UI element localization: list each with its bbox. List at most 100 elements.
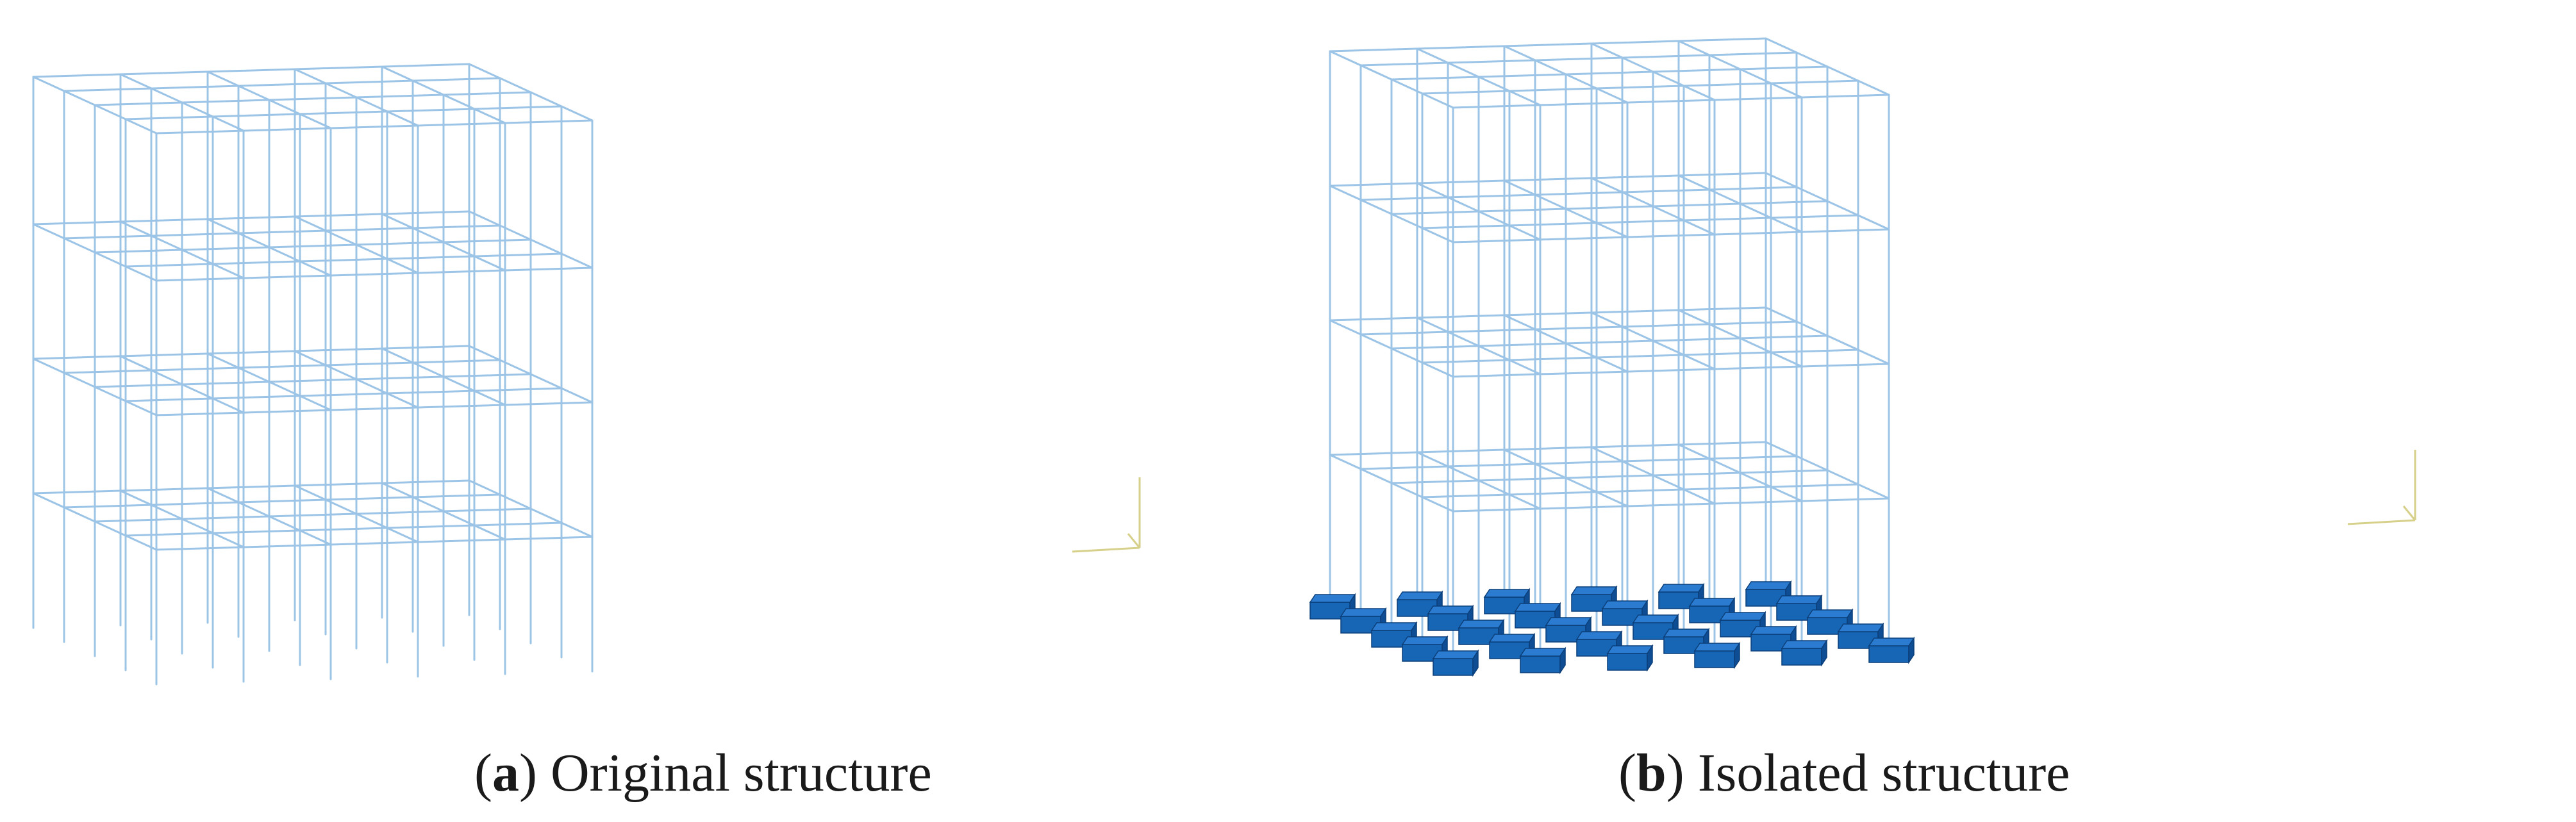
frame-beam-x xyxy=(1390,469,1829,484)
frame-beam-y xyxy=(1590,177,1716,236)
frame-beam-y xyxy=(1765,306,1890,365)
frame-beam-y xyxy=(381,65,506,124)
isolation-bearing-top xyxy=(1837,623,1884,632)
frame-beam-x xyxy=(1329,441,1767,456)
frame-beam-y xyxy=(1329,454,1454,513)
frame-beam-y xyxy=(468,63,594,122)
frame-beam-y xyxy=(1416,182,1541,241)
frame-beam-x xyxy=(63,77,501,92)
frame-beam-y xyxy=(119,489,245,548)
frame-beam-x xyxy=(94,91,532,106)
frame-beam-x xyxy=(1390,334,1829,350)
frame-beam-x xyxy=(94,373,532,388)
panel-isolated-structure xyxy=(1309,37,2416,677)
isolation-bearing-side xyxy=(1559,646,1566,675)
isolation-bearing-top xyxy=(1396,591,1443,600)
frame-beam-x xyxy=(155,119,594,135)
frame-beam-x xyxy=(155,536,594,551)
frame-beam-y xyxy=(1677,443,1803,502)
frame-beam-x xyxy=(63,359,501,374)
caption-label-b: Isolated structure xyxy=(1697,743,2070,803)
frame-beam-y xyxy=(206,218,332,277)
isolation-bearing-top xyxy=(1575,631,1623,640)
frame-beam-x xyxy=(63,493,501,509)
caption-tag-a: a xyxy=(492,743,519,803)
isolation-bearing-top xyxy=(1719,612,1766,621)
frame-beam-x xyxy=(155,401,594,416)
isolation-bearing-top xyxy=(1340,608,1387,617)
frame-beam-y xyxy=(206,487,332,546)
caption-tag-b: b xyxy=(1636,743,1666,803)
isolation-bearing-top xyxy=(1781,640,1828,649)
isolation-bearing xyxy=(1433,658,1474,676)
frame-beam-x xyxy=(1452,228,1890,243)
axis-triad-icon xyxy=(2347,519,2416,525)
isolation-bearing-top xyxy=(1688,598,1736,607)
frame-beam-y xyxy=(32,492,158,551)
isolation-bearing-top xyxy=(1309,594,1356,603)
frame-beam-x xyxy=(1421,214,1859,229)
frame-beam-y xyxy=(1765,37,1890,96)
isolation-bearing-top xyxy=(1606,645,1654,654)
frame-beam-x xyxy=(1359,320,1798,336)
frame-beam-x xyxy=(124,252,563,268)
isolation-bearing-top xyxy=(1488,634,1536,643)
isolation-bearing-side xyxy=(1647,644,1653,672)
isolation-bearing-top xyxy=(1750,626,1797,635)
frame-beam-y xyxy=(468,479,594,538)
frame-beam-y xyxy=(1416,451,1541,510)
frame-beam-x xyxy=(1421,483,1859,498)
frame-beam-x xyxy=(1329,37,1767,53)
isolation-bearing xyxy=(1781,648,1822,666)
frame-beam-x xyxy=(1390,65,1829,81)
frame-beam-x xyxy=(124,387,563,402)
frame-beam-x xyxy=(32,63,470,78)
frame-beam-y xyxy=(1503,448,1629,507)
isolation-bearing xyxy=(1868,645,1909,663)
frame-beam-y xyxy=(1329,50,1454,109)
frame-beam-y xyxy=(1416,316,1541,375)
frame-beam-x xyxy=(124,522,563,537)
isolation-bearing-top xyxy=(1601,600,1649,609)
frame-beam-x xyxy=(1452,94,1890,109)
axis-triad-icon xyxy=(2402,506,2416,521)
caption-original-structure: (a) Original structure xyxy=(474,743,932,803)
isolation-bearing-side xyxy=(1734,641,1740,670)
frame-beam-x xyxy=(32,210,470,226)
isolation-bearing-top xyxy=(1806,609,1854,618)
frame-beam-y xyxy=(1503,45,1629,104)
isolation-bearing-top xyxy=(1745,581,1792,590)
frame-beam-y xyxy=(32,76,158,135)
frame-beam-y xyxy=(32,358,158,416)
frame-beam-y xyxy=(1503,179,1629,238)
frame-beam-x xyxy=(1329,306,1767,322)
isolation-bearing xyxy=(1607,653,1648,671)
frame-beam-y xyxy=(381,482,506,541)
frame-beam-y xyxy=(32,223,158,282)
frame-beam-y xyxy=(1590,446,1716,505)
frame-beam-x xyxy=(32,479,470,495)
frame-beam-x xyxy=(124,105,563,120)
frame-beam-y xyxy=(1590,42,1716,101)
frame-beam-x xyxy=(1359,455,1798,470)
frame-beam-y xyxy=(206,70,332,129)
frame-beam-y xyxy=(294,350,419,409)
frame-beam-y xyxy=(1677,40,1803,99)
frame-beam-y xyxy=(1416,47,1541,106)
frame-beam-y xyxy=(206,352,332,411)
isolation-bearing-top xyxy=(1519,648,1566,657)
isolation-bearing-top xyxy=(1632,614,1679,623)
frame-beam-x xyxy=(1421,349,1859,364)
frame-beam-x xyxy=(94,238,532,254)
frame-beam-y xyxy=(1503,314,1629,373)
frame-beam-y xyxy=(294,215,419,274)
isolation-bearing xyxy=(1694,650,1735,668)
isolation-bearing xyxy=(1520,655,1561,673)
frame-beam-y xyxy=(119,73,245,132)
frame-beam-x xyxy=(63,224,501,240)
isolation-bearing-top xyxy=(1514,603,1561,612)
isolation-bearing-top xyxy=(1658,584,1705,593)
frame-beam-y xyxy=(1677,309,1803,368)
frame-beam-y xyxy=(381,347,506,406)
